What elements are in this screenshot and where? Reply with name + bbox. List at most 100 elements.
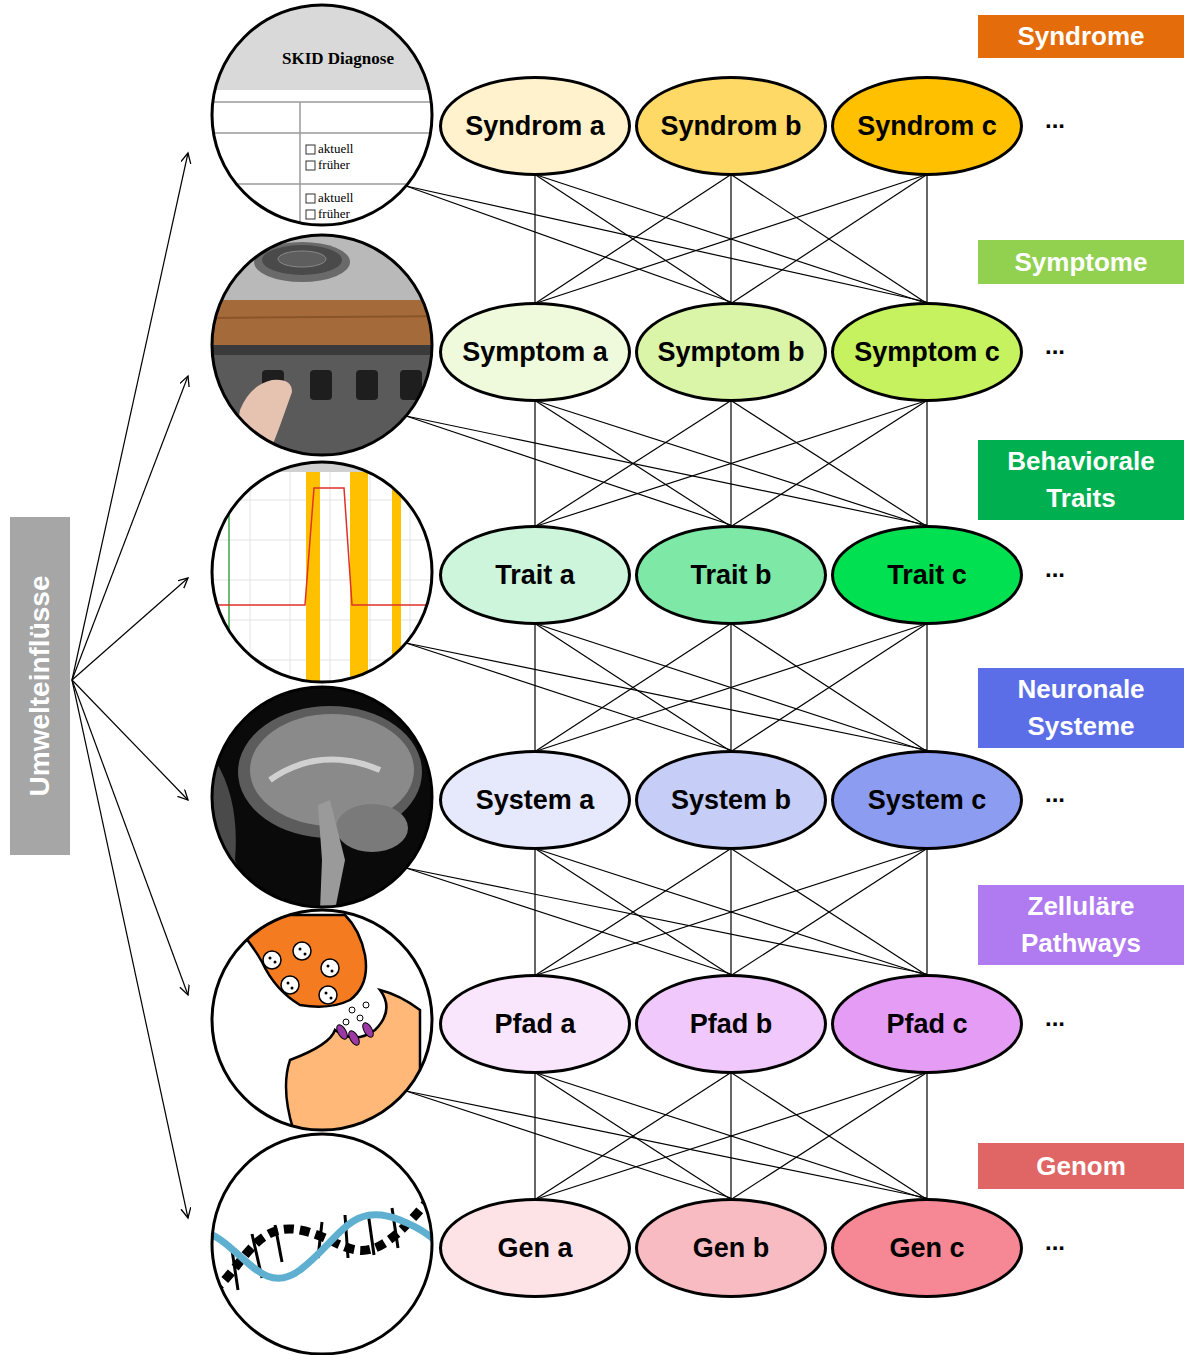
level-tag: Neuronale Systeme bbox=[978, 668, 1184, 748]
level-oval: Pfad b bbox=[635, 974, 827, 1074]
synapse-drawing bbox=[200, 905, 450, 1135]
link-line bbox=[535, 401, 927, 527]
link-line bbox=[731, 401, 927, 527]
link-line bbox=[535, 1073, 731, 1200]
level-oval: Syndrom b bbox=[635, 76, 827, 176]
link-line bbox=[535, 849, 927, 976]
environment-arrows bbox=[72, 153, 188, 1218]
link-line bbox=[535, 175, 731, 304]
link-line bbox=[731, 401, 927, 527]
ellipsis-mark: ... bbox=[1045, 106, 1065, 134]
level-oval: Gen a bbox=[439, 1198, 631, 1298]
level-oval: System a bbox=[439, 750, 631, 850]
link-line bbox=[534, 849, 535, 976]
link-line bbox=[535, 1073, 927, 1200]
ellipsis-mark: ... bbox=[1045, 1004, 1065, 1032]
link-line bbox=[731, 849, 927, 976]
level-title: Syndrome bbox=[1009, 18, 1152, 55]
link-line bbox=[926, 401, 927, 527]
link-line bbox=[534, 624, 535, 752]
link-line bbox=[731, 175, 927, 304]
link-line bbox=[731, 175, 927, 304]
oval-label: Gen b bbox=[693, 1233, 770, 1264]
level-title: Genom bbox=[1028, 1148, 1134, 1185]
link-line bbox=[731, 624, 927, 752]
link-line bbox=[535, 624, 927, 752]
oval-label: Symptom a bbox=[462, 337, 608, 368]
link-line bbox=[535, 175, 927, 304]
link-line bbox=[535, 624, 731, 752]
link-line bbox=[535, 624, 731, 752]
mri-scan bbox=[200, 685, 450, 910]
ellipsis-mark: ... bbox=[1045, 555, 1065, 583]
level-oval: Pfad a bbox=[439, 974, 631, 1074]
level-oval: Symptom a bbox=[439, 302, 631, 402]
link-line bbox=[731, 849, 927, 976]
level-oval: Symptom b bbox=[635, 302, 827, 402]
link-line bbox=[535, 401, 731, 527]
link-line bbox=[731, 1073, 927, 1200]
level-title: Neuronale Systeme bbox=[978, 671, 1184, 745]
oval-label: Trait a bbox=[495, 560, 575, 591]
bar-title: Umwelteinflüsse bbox=[24, 576, 56, 797]
environment-bar: Umwelteinflüsse bbox=[10, 517, 70, 855]
oval-label: Syndrom b bbox=[660, 111, 801, 142]
signal-plot bbox=[200, 460, 450, 692]
oval-label: Pfad a bbox=[494, 1009, 575, 1040]
level-oval: Trait a bbox=[439, 525, 631, 625]
oval-label: Trait b bbox=[690, 560, 771, 591]
checkbox-label: früher bbox=[318, 206, 350, 222]
link-line bbox=[535, 175, 731, 304]
link-line bbox=[926, 1073, 927, 1200]
link-line bbox=[535, 401, 927, 527]
level-tag: Behaviorale Traits bbox=[978, 440, 1184, 520]
dna-helix bbox=[200, 1130, 460, 1355]
oval-label: Pfad c bbox=[886, 1009, 967, 1040]
link-line bbox=[535, 401, 731, 527]
circle-frames bbox=[212, 5, 432, 1354]
oval-label: Syndrom a bbox=[465, 111, 605, 142]
link-line bbox=[535, 849, 731, 976]
ellipsis-mark: ... bbox=[1045, 1228, 1065, 1256]
level-tag: Symptome bbox=[978, 240, 1184, 284]
link-line bbox=[535, 1073, 731, 1200]
link-line bbox=[731, 624, 927, 752]
level-oval: Syndrom c bbox=[831, 76, 1023, 176]
level-oval: Pfad c bbox=[831, 974, 1023, 1074]
level-tag: Genom bbox=[978, 1143, 1184, 1189]
level-title: Zelluläre Pathways bbox=[978, 888, 1184, 962]
oval-label: System c bbox=[868, 785, 987, 816]
ellipsis-mark: ... bbox=[1045, 780, 1065, 808]
ellipsis-mark: ... bbox=[1045, 332, 1065, 360]
oval-label: Symptom c bbox=[854, 337, 1000, 368]
level-oval: System c bbox=[831, 750, 1023, 850]
level-oval: Gen b bbox=[635, 1198, 827, 1298]
level-oval: System b bbox=[635, 750, 827, 850]
checkbox-label: aktuell bbox=[318, 190, 353, 206]
link-line bbox=[926, 175, 927, 304]
oval-label: System b bbox=[671, 785, 791, 816]
oval-label: Symptom b bbox=[657, 337, 804, 368]
level-title: Behaviorale Traits bbox=[978, 443, 1184, 517]
oval-label: Gen a bbox=[497, 1233, 572, 1264]
link-line bbox=[926, 624, 927, 752]
level-oval: Gen c bbox=[831, 1198, 1023, 1298]
level-tag: Zelluläre Pathways bbox=[978, 885, 1184, 965]
link-line bbox=[926, 849, 927, 976]
level-oval: Symptom c bbox=[831, 302, 1023, 402]
level-tag: Syndrome bbox=[978, 15, 1184, 58]
oval-label: Pfad b bbox=[690, 1009, 773, 1040]
oval-label: Trait c bbox=[887, 560, 967, 591]
checkbox-label: aktuell bbox=[318, 141, 353, 157]
level-oval: Trait b bbox=[635, 525, 827, 625]
form-picture bbox=[200, 0, 450, 240]
oval-label: System a bbox=[476, 785, 595, 816]
link-line bbox=[534, 1073, 535, 1200]
link-line bbox=[731, 1073, 927, 1200]
link-line bbox=[534, 175, 535, 304]
link-line bbox=[534, 401, 535, 527]
level-oval: Trait c bbox=[831, 525, 1023, 625]
oval-label: Syndrom c bbox=[857, 111, 997, 142]
link-line bbox=[535, 624, 927, 752]
